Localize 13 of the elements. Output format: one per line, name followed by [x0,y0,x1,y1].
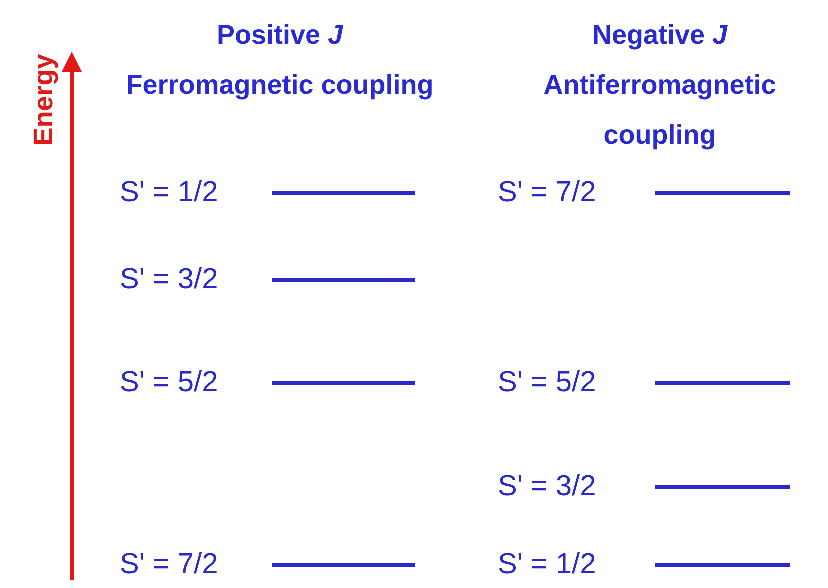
spin-state-label: S' = 7/2 [498,176,596,210]
spin-state-label: S' = 5/2 [498,366,596,400]
spin-state-label: S' = 3/2 [498,470,596,504]
spin-state-label: S' = 5/2 [120,366,218,400]
column-heading: Positive J [216,19,344,52]
axis-label: Energy [28,54,60,146]
spin-state-label: S' = 3/2 [120,264,218,296]
column-heading: Antiferromagnetic coupling [542,69,778,152]
spin-state-label: S' = 7/2 [120,548,218,582]
spin-state-label: S' = 1/2 [120,176,218,210]
spin-state-label: S' = 1/2 [498,548,596,582]
column-heading: Ferromagnetic coupling [125,69,435,102]
column-heading: Negative J [591,19,729,52]
